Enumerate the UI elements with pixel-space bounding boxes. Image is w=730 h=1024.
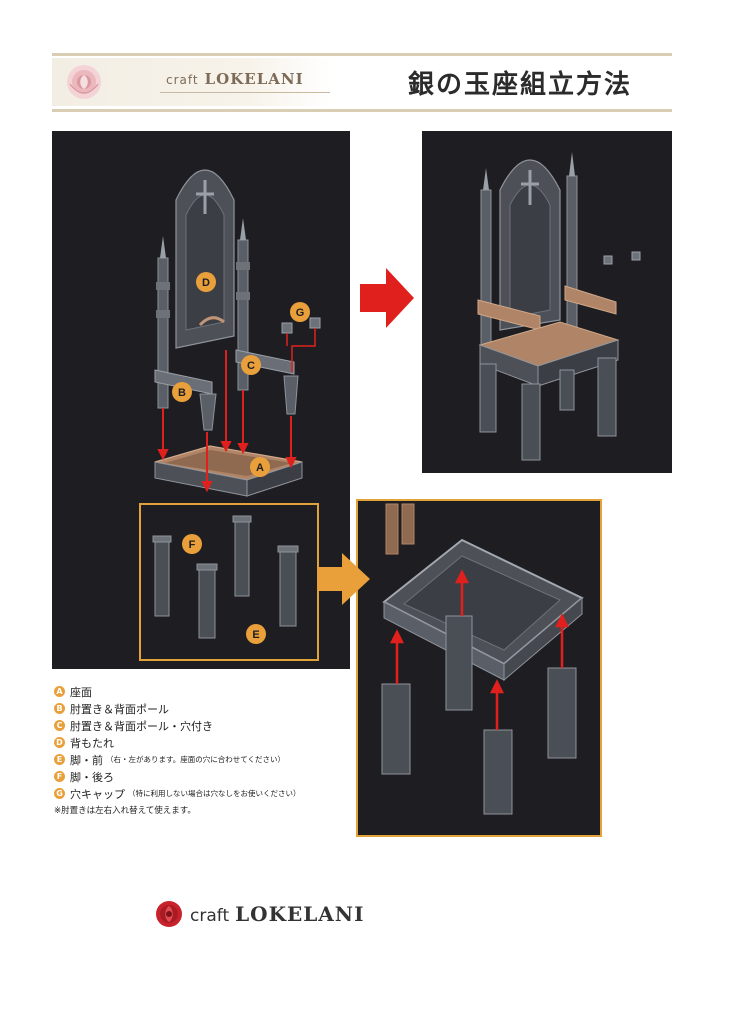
svg-text:A: A: [256, 462, 264, 474]
page-title: 銀の玉座組立方法: [407, 70, 632, 100]
legend-label-e: 脚・前: [70, 753, 103, 767]
part-badge-d: D: [196, 272, 216, 292]
legend-row-a: A 座面: [54, 683, 301, 700]
red-arrow: [360, 268, 414, 328]
orange-arrow: [317, 553, 370, 605]
legend-row-c: C 肘置き＆背面ポール・穴付き: [54, 717, 301, 734]
part-badge-b: B: [172, 382, 192, 402]
brand-underline: [160, 92, 330, 93]
legend-row-f: F 脚・後ろ: [54, 768, 301, 785]
legend-badge-d: D: [54, 737, 65, 748]
legend-badge-c: C: [54, 720, 65, 731]
legend-row-b: B 肘置き＆背面ポール: [54, 700, 301, 717]
svg-text:D: D: [202, 277, 210, 289]
legend-note-g: （特に利用しない場合は穴なしをお使いください）: [128, 789, 301, 798]
legend-label-g: 穴キャップ: [70, 787, 125, 801]
left-armrest-pole-part: [154, 236, 217, 431]
loose-legs-part: [152, 515, 299, 639]
legend-label-d: 背もたれ: [70, 736, 114, 750]
leg-detail-illustration: [381, 503, 584, 815]
svg-text:G: G: [296, 307, 305, 319]
header-brand: craft LOKELANI: [166, 70, 304, 88]
legend-row-d: D 背もたれ: [54, 734, 301, 751]
legend-label-c: 肘置き＆背面ポール・穴付き: [70, 719, 213, 733]
legend-label-f: 脚・後ろ: [70, 770, 114, 784]
legend-label-a: 座面: [70, 685, 92, 699]
assembled-throne-illustration: [477, 152, 641, 461]
header-rule-bottom: [52, 109, 672, 112]
legend-footnote: ※肘置きは左右入れ替えて使えます。: [54, 806, 196, 816]
backrest-part: [175, 169, 235, 349]
rose-logo-icon: [67, 65, 101, 99]
footer-brand-name: LOKELANI: [235, 902, 365, 926]
header-brand-name: LOKELANI: [204, 70, 304, 88]
legend-row-e: E 脚・前 （右・左があります。座面の穴に合わせてください）: [54, 751, 301, 768]
svg-text:E: E: [252, 629, 259, 641]
part-badge-f: F: [182, 534, 202, 554]
svg-text:B: B: [178, 387, 186, 399]
svg-text:F: F: [189, 539, 196, 551]
header-rule-top: [52, 53, 672, 56]
legend-row-g: G 穴キャップ （特に利用しない場合は穴なしをお使いください）: [54, 785, 301, 802]
exploded-assembly-arrows: [157, 350, 297, 493]
part-badge-a: A: [250, 457, 270, 477]
legend-label-b: 肘置き＆背面ポール: [70, 702, 169, 716]
footer-rose-logo-icon: [156, 901, 182, 927]
legend-badge-e: E: [54, 754, 65, 765]
right-armrest-pole-part: [235, 218, 299, 415]
legend-note-e: （右・左があります。座面の穴に合わせてください）: [106, 755, 286, 764]
part-badge-c: C: [241, 355, 261, 375]
part-badge-e: E: [246, 624, 266, 644]
header-brand-craft: craft: [166, 73, 199, 87]
svg-text:C: C: [247, 360, 255, 372]
legend-badge-b: B: [54, 703, 65, 714]
legend-badge-a: A: [54, 686, 65, 697]
leg-detail-arrows: [389, 569, 570, 730]
legend-badge-g: G: [54, 788, 65, 799]
hole-caps-part: [281, 317, 321, 372]
part-badge-g: G: [290, 302, 310, 322]
seat-part: [154, 445, 303, 497]
parts-legend: A 座面 B 肘置き＆背面ポール C 肘置き＆背面ポール・穴付き D 背もたれ …: [54, 683, 301, 816]
footer-brand-craft: craft: [190, 906, 230, 926]
legend-badge-f: F: [54, 771, 65, 782]
